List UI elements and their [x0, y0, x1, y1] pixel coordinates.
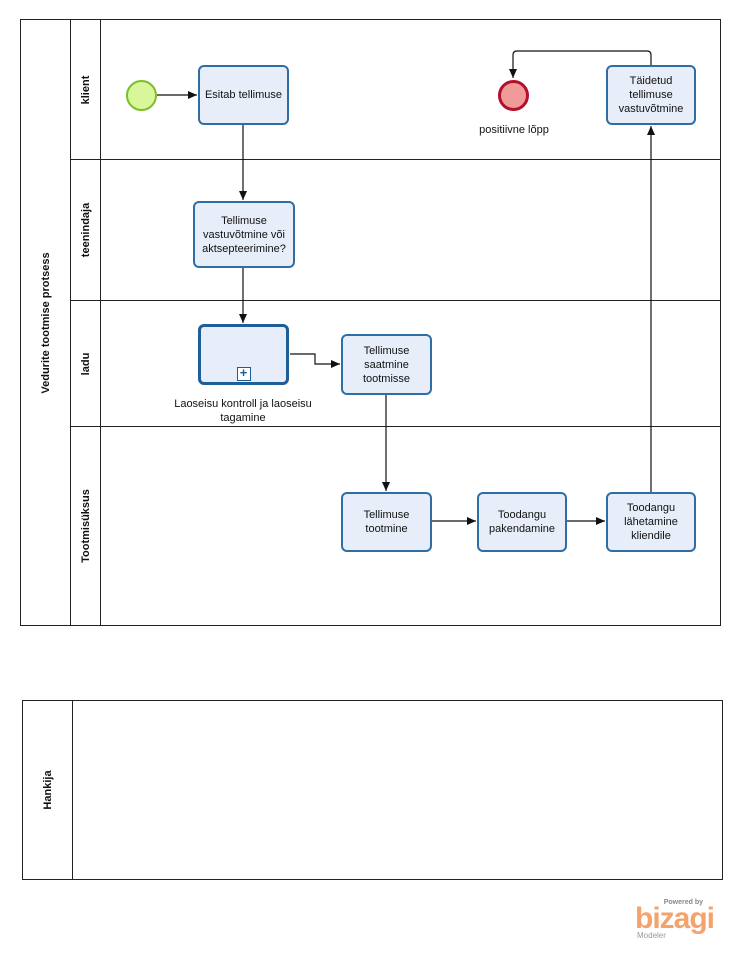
subprocess-label: Laoseisu kontroll ja laoseisu tagamine [174, 398, 312, 424]
lane-teenindaja: teenindaja [71, 159, 720, 300]
task-label: Tellimuse saatmine tootmisse [362, 344, 411, 385]
pool-supplier-header: Hankija [23, 701, 73, 879]
lane-tootmisuksus: Tootmisüksus [71, 426, 720, 625]
lane-label-teenindaja: teenindaja [71, 160, 101, 300]
bizagi-logo: bizagi [635, 902, 715, 935]
lane-label-ladu: ladu [71, 301, 101, 426]
task-label: Esitab tellimuse [204, 89, 283, 101]
subprocess-laoseisu-kontroll[interactable]: + [198, 324, 289, 385]
task-toodangu-pakendamine[interactable]: Toodangu pakendamine [477, 492, 567, 552]
bizagi-branding: Powered by bizagi Modeler [635, 898, 725, 943]
lanes-container: klient teenindaja ladu Tootmisüksus [71, 20, 720, 625]
start-event[interactable] [126, 80, 157, 111]
task-label: Tellimuse tootmine [363, 509, 410, 535]
lane-name: ladu [79, 352, 92, 375]
pool-supplier: Hankija [22, 700, 723, 880]
pool-main-header: Vedurite tootmise protsess [21, 20, 71, 625]
task-toodangu-lahetamine[interactable]: Toodangu lähetamine kliendile [606, 492, 696, 552]
modeler-text: Modeler [637, 931, 666, 940]
task-label: Tellimuse vastuvõtmine või aktsepteerimi… [202, 214, 286, 255]
task-label: Täidetud tellimuse vastuvõtmine [618, 75, 684, 115]
task-esitab-tellimuse[interactable]: Esitab tellimuse [198, 65, 289, 125]
end-event-label: positiivne lõpp [479, 124, 549, 136]
task-tellimuse-tootmine[interactable]: Tellimuse tootmine [341, 492, 432, 552]
pool-main-name: Vedurite tootmise protsess [39, 251, 52, 394]
lane-klient: klient [71, 20, 720, 159]
task-label: Toodangu pakendamine [488, 509, 556, 535]
lane-ladu: ladu [71, 300, 720, 426]
lane-name: Tootmisüksus [79, 489, 92, 563]
lane-name: teenindaja [79, 202, 92, 258]
task-taidetud-tellimuse[interactable]: Täidetud tellimuse vastuvõtmine [606, 65, 696, 125]
lane-label-klient: klient [71, 20, 101, 159]
end-event[interactable] [498, 80, 529, 111]
powered-by-text: Powered by [663, 899, 703, 906]
lane-label-tootmisuksus: Tootmisüksus [71, 427, 101, 625]
task-tellimuse-vastuvotmine[interactable]: Tellimuse vastuvõtmine või aktsepteerimi… [193, 201, 295, 268]
expand-plus-icon[interactable]: + [236, 366, 251, 381]
task-tellimuse-saatmine[interactable]: Tellimuse saatmine tootmisse [341, 334, 432, 395]
task-label: Toodangu lähetamine kliendile [624, 502, 678, 542]
pool-supplier-name: Hankija [41, 770, 54, 810]
lane-name: klient [79, 75, 92, 104]
